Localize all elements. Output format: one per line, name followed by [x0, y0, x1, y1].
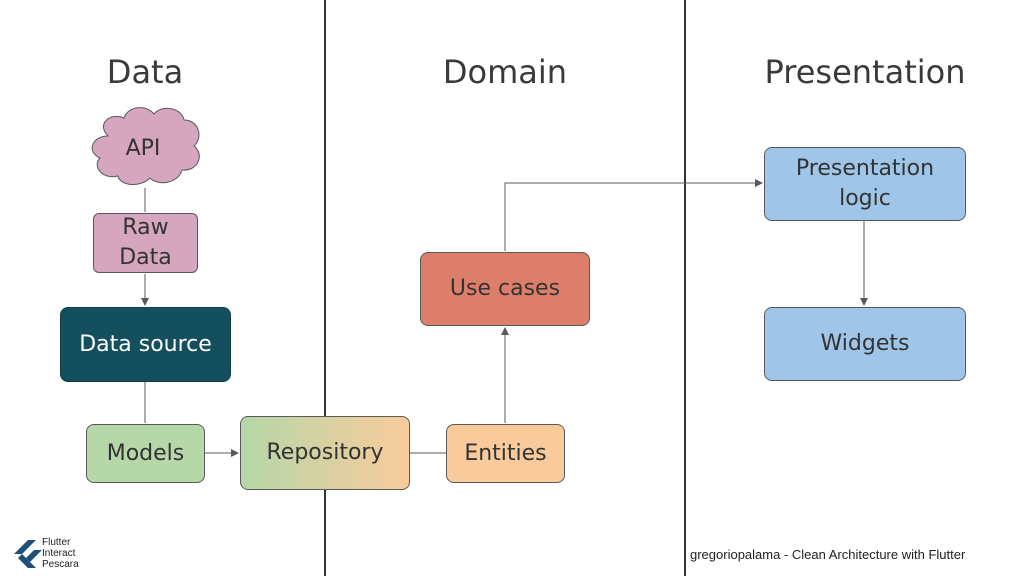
footer-credit: gregoriopalama - Clean Architecture with… — [690, 547, 966, 562]
column-title-presentation: Presentation — [764, 53, 966, 91]
api-cloud-shape — [91, 107, 200, 185]
flutter-logo-icon — [14, 540, 42, 568]
presentation-logic-node: Presentation logic — [764, 147, 966, 221]
column-title-domain: Domain — [442, 53, 568, 91]
logo-line-2: Interact — [42, 548, 76, 559]
raw-data-node: Raw Data — [93, 213, 198, 273]
models-node: Models — [86, 424, 205, 483]
entities-node: Entities — [446, 424, 565, 483]
column-divider-right — [684, 0, 686, 576]
arrow-usecases-presentationlogic — [504, 179, 763, 251]
flutter-interact-logo-text: Flutter Interact Pescara — [42, 537, 79, 570]
logo-line-3: Pescara — [42, 559, 79, 570]
repository-node: Repository — [240, 416, 410, 490]
widgets-node: Widgets — [764, 307, 966, 381]
logo-line-1: Flutter — [42, 537, 71, 548]
column-divider-left — [324, 0, 326, 576]
column-title-data: Data — [106, 53, 184, 91]
use-cases-node: Use cases — [420, 252, 590, 326]
api-node: API — [125, 136, 161, 161]
data-source-node: Data source — [60, 307, 231, 382]
